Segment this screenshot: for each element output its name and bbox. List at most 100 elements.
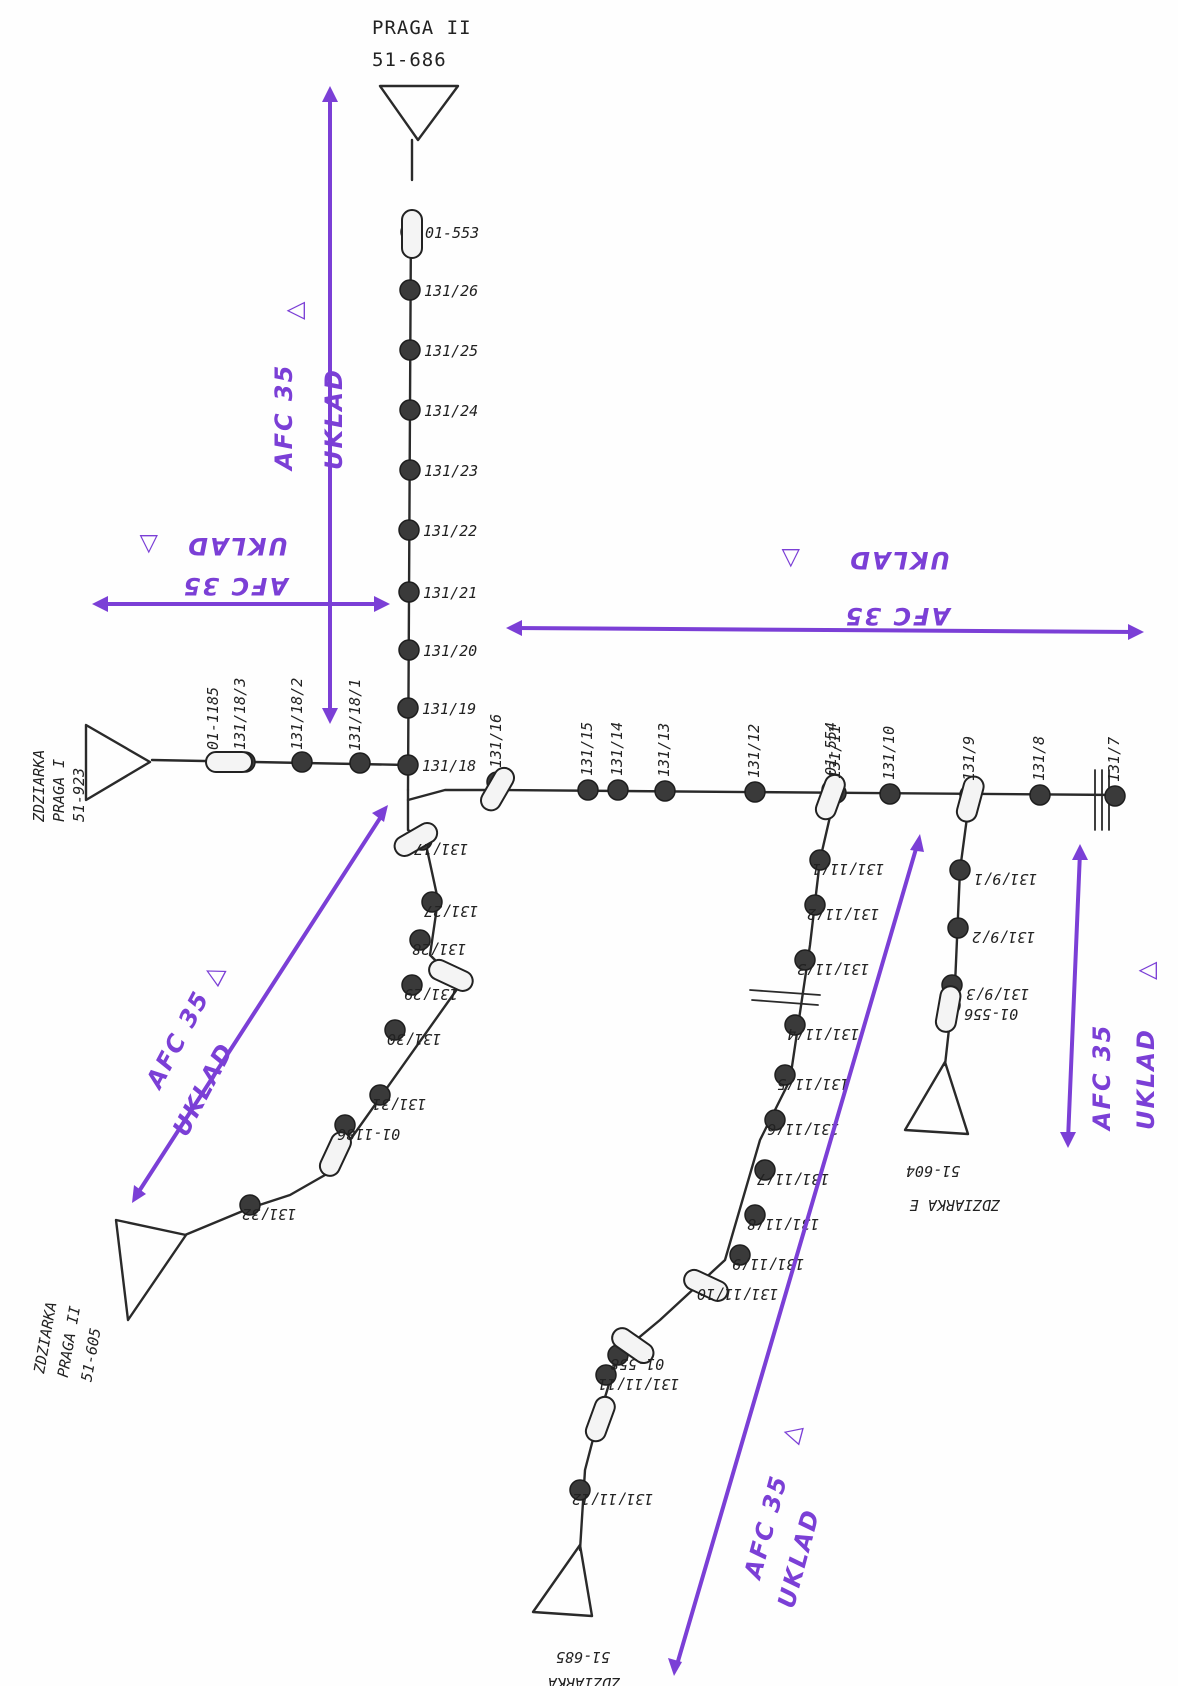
- pole-node: [949, 859, 971, 881]
- pole-label: 131/30: [387, 1030, 441, 1048]
- pole-node: [1029, 784, 1051, 806]
- afc-label-6-sub: UKLAD: [1132, 1028, 1160, 1130]
- switches: [205, 209, 985, 1443]
- switch-right-1: [480, 766, 515, 812]
- pole-node: [398, 519, 420, 541]
- pole-label: 01-558: [610, 1355, 664, 1373]
- pole-node: [399, 279, 421, 301]
- pole-node: [804, 894, 826, 916]
- pole-node: [764, 1109, 786, 1131]
- pole-node: [774, 1064, 796, 1086]
- pole-label: 131/13: [655, 723, 673, 777]
- pole-node: [809, 849, 831, 871]
- pole-node: [399, 339, 421, 361]
- afc-arrow-diag-left: [134, 810, 386, 1198]
- bottom-right-source-name: ZDZIARKA E: [910, 1196, 1001, 1214]
- pole-node: [729, 1244, 751, 1266]
- pole-node: [744, 1204, 766, 1226]
- pole-label: 131/9/1: [974, 870, 1037, 888]
- pole-label: 01-1185: [204, 687, 222, 750]
- pole-label: 131/18/3: [231, 678, 249, 750]
- pole-label: 131/18/2: [288, 678, 306, 750]
- pole-node: [577, 779, 599, 801]
- pole-label: 131/27: [424, 902, 478, 920]
- pole-label: 131/10: [880, 726, 898, 780]
- pole-node: [947, 917, 969, 939]
- left-source-id: 51-923: [70, 768, 88, 822]
- source-triangle-bottom-right: [903, 1060, 970, 1136]
- pole-label: 131/12: [745, 724, 763, 778]
- pole-node: [595, 1364, 617, 1386]
- pole-label: 131/28: [412, 940, 466, 958]
- left-source-sub: PRAGA I: [50, 759, 68, 822]
- pole-labels: 01-553131/26131/25131/24131/23131/22131/…: [204, 224, 1123, 1508]
- left-source-name: ZDZIARKA: [30, 750, 48, 823]
- switch-mid-3: [584, 1395, 616, 1443]
- afc-label-6: AFC 35: [1088, 1024, 1116, 1132]
- pole-node: [398, 581, 420, 603]
- switch-diag-3: [318, 1131, 352, 1177]
- afc-label-3-symbol: △: [780, 546, 800, 574]
- pole-label: 131/11/3: [797, 960, 869, 978]
- afc-label-2-sub: UKLAD: [186, 532, 288, 560]
- pole-label: 01-553: [425, 224, 479, 242]
- pole-label: 131/23: [424, 462, 478, 480]
- pole-node: [397, 754, 419, 776]
- pole-label: 131/29: [404, 985, 458, 1003]
- bottom-mid-source-id: 51-685: [556, 1648, 610, 1666]
- pole-label: 131/11/12: [572, 1490, 653, 1508]
- pole-label: 131/11/10: [697, 1285, 778, 1303]
- top-source-name: PRAGA II: [372, 17, 472, 39]
- source-labels: PRAGA II 51-686 ZDZIARKA PRAGA I 51-923 …: [30, 17, 1001, 1686]
- pole-node: [1104, 785, 1126, 807]
- pole-label: 01-556: [964, 1005, 1018, 1023]
- pole-label: 131/9/3: [966, 985, 1029, 1003]
- pole-label: 131/11: [826, 725, 844, 779]
- afc-label-1: AFC 35: [270, 364, 298, 472]
- pole-label: 131/17: [414, 840, 468, 858]
- pole-node: [401, 974, 423, 996]
- pole-label: 131/14: [608, 722, 626, 776]
- pole-label: 131/32: [242, 1205, 296, 1223]
- afc-label-3: AFC 35: [844, 602, 952, 630]
- pole-node: [421, 891, 443, 913]
- pole-label: 131/11/7: [757, 1170, 829, 1188]
- pole-label: 131/16: [487, 714, 505, 768]
- sources: [84, 84, 970, 1618]
- pole-label: 131/11/8: [747, 1215, 819, 1233]
- pole-label: 131/19: [422, 700, 476, 718]
- pole-node: [879, 783, 901, 805]
- pole-node: [794, 949, 816, 971]
- afc-label-6-symbol: △: [1132, 960, 1160, 980]
- afc-label-1-symbol: △: [280, 300, 308, 320]
- afc-label-1-sub: UKLAD: [320, 368, 348, 470]
- afc-label-3-sub: UKLAD: [848, 546, 950, 574]
- afc-label-4-symbol: △: [196, 957, 230, 988]
- pole-label: 01-1186: [337, 1125, 400, 1143]
- pole-label: 131/22: [423, 522, 477, 540]
- pole-node: [569, 1479, 591, 1501]
- bottom-right-source-id: 51-604: [906, 1162, 960, 1180]
- pole-label: 131/11/11: [598, 1375, 679, 1393]
- source-triangle-bottom-left: [114, 1218, 188, 1322]
- source-triangle-left: [84, 723, 152, 802]
- pole-label: 131/25: [424, 342, 478, 360]
- afc-annotations: AFC 35 UKLAD △ AFC 35 UKLAD △ AFC 35 UKL…: [92, 86, 1160, 1676]
- pole-node: [754, 1159, 776, 1181]
- pole-label: 131/18/1: [346, 679, 364, 751]
- pole-label: 01-554: [822, 722, 840, 776]
- pole-label: 131/11/1: [812, 860, 884, 878]
- source-triangle-top: [378, 84, 460, 142]
- pole-label: 131/21: [423, 584, 477, 602]
- pole-node: [399, 399, 421, 421]
- switch-right-3: [955, 775, 985, 823]
- pole-node: [654, 780, 676, 802]
- pole-label: 131/18: [422, 757, 476, 775]
- pole-node: [291, 751, 313, 773]
- pole-label: 131/11/9: [732, 1255, 804, 1273]
- pole-node: [349, 752, 371, 774]
- pole-label: 131/11/2: [807, 905, 879, 923]
- switch-top: [401, 209, 423, 259]
- afc-label-5-symbol: △: [775, 1419, 807, 1446]
